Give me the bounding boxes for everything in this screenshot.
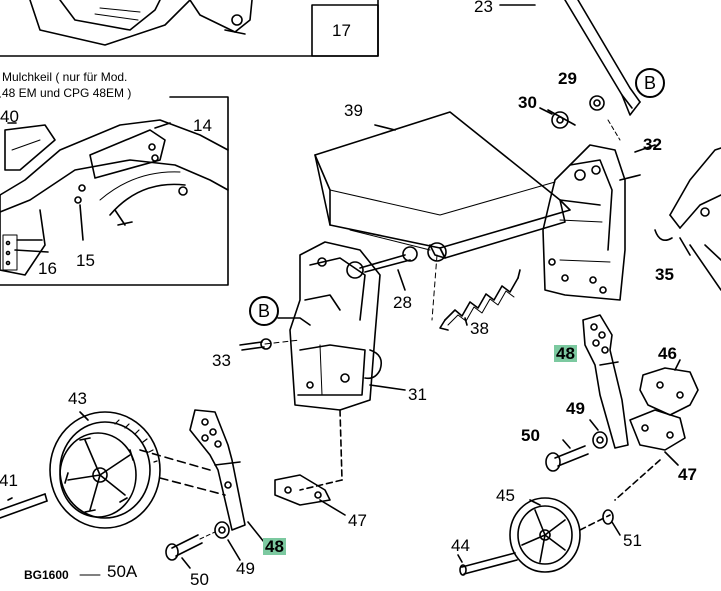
top-housing-part [29,0,253,46]
wheel-front-left [49,411,161,529]
mulch-wedge-part [0,119,229,276]
callout-39: 39 [344,101,363,120]
handle-bar [499,0,641,116]
left-side-plate [289,241,406,491]
callout-23: 23 [474,0,493,16]
callout-50-left: 50 [190,570,209,589]
bolt-50-right [545,419,608,472]
callout-41: 41 [0,471,18,490]
height-lever-left [189,409,265,543]
callout-48-left: 48 [263,537,286,556]
ref-b-left: B [249,296,279,326]
callout-43: 43 [68,389,87,408]
spring-38 [431,254,521,331]
callout-30: 30 [518,93,537,112]
ref-b-top: B [635,68,665,98]
callout-29: 29 [558,69,577,88]
callout-47-right: 47 [678,465,697,484]
grass-bag [314,111,571,262]
box-17-frame [311,4,379,57]
callout-14: 14 [193,116,212,135]
wheel-rear-right [509,497,581,573]
callout-50-right: 50 [521,426,540,445]
callout-16: 16 [38,259,57,278]
bolt-50-left [165,521,241,569]
callout-44: 44 [451,536,470,555]
washer-51 [602,509,621,536]
callout-35: 35 [655,265,674,284]
axle-bolt-41 [0,493,48,519]
figure-code: BG1600 [24,568,69,582]
mulch-note-line2: 48 EM und CPG 48EM ) [2,86,132,100]
callout-48-right: 48 [554,344,577,363]
callout-33: 33 [212,351,231,370]
bracket-46 [639,359,699,416]
callout-45: 45 [496,486,515,505]
callout-32: 32 [643,135,662,154]
mulch-inset-frame [0,96,229,286]
callout-49-left: 49 [236,559,255,578]
axle-bolt-44 [457,552,518,576]
rear-deflector-partial [654,147,721,291]
bolt-33 [239,338,301,351]
callout-15: 15 [76,251,95,270]
callout-51: 51 [623,531,642,550]
mulch-note-line1: Mulchkeil ( nur für Mod. [2,70,128,84]
nut-29-30 [539,95,605,129]
callout-50A: 50A [107,562,138,581]
callout-49-right: 49 [566,399,585,418]
bolt-28 [359,246,418,291]
callout-28: 28 [393,293,412,312]
callout-47-left: 47 [348,511,367,530]
height-lever-right [582,314,629,449]
right-side-plate [542,119,656,301]
callout-46: 46 [658,344,677,363]
callout-31: 31 [408,385,427,404]
callout-40: 40 [0,107,19,126]
bracket-left-47 [274,474,346,516]
box-17-label: 17 [332,21,351,40]
top-inset-frame [0,0,379,57]
callout-38: 38 [470,319,489,338]
bracket-right-47 [614,409,686,501]
